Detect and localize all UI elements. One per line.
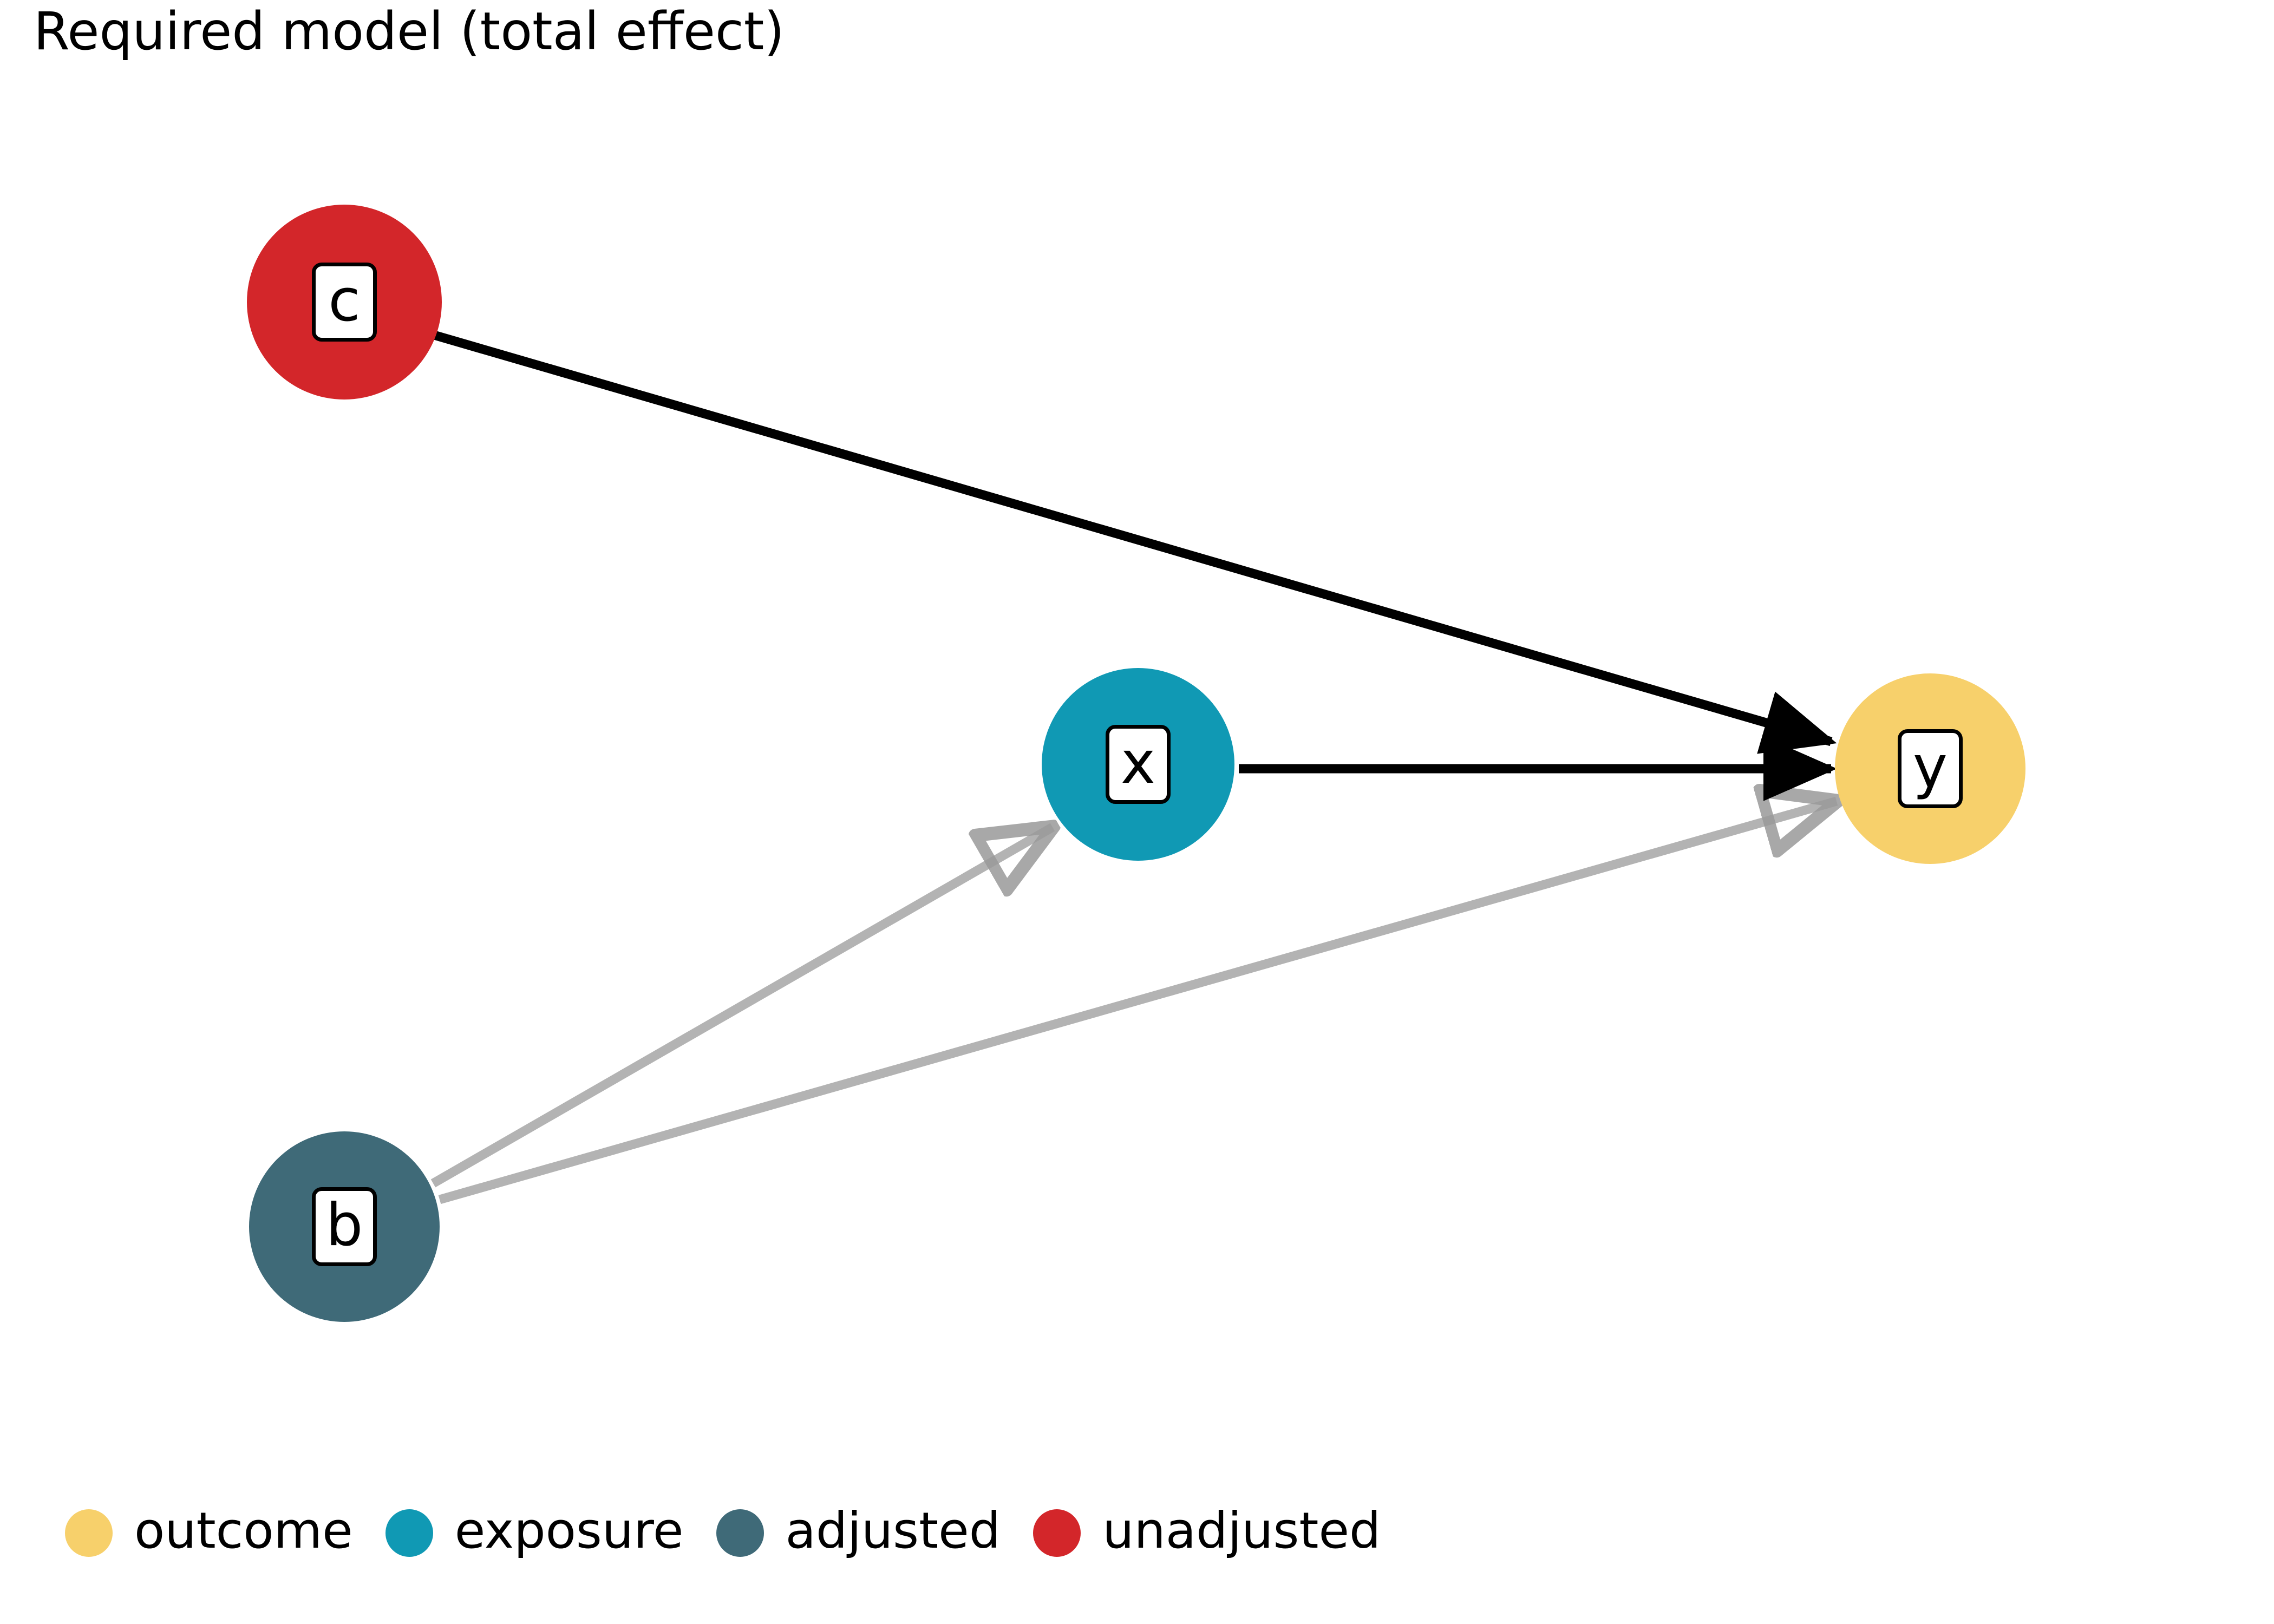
legend-item-adjusted[interactable]: adjusted (716, 1502, 1034, 1560)
legend-label-outcome: outcome (134, 1502, 353, 1560)
legend-item-outcome[interactable]: outcome (65, 1502, 385, 1560)
legend-label-exposure: exposure (454, 1502, 684, 1560)
legend: outcome exposure adjusted unadjusted (65, 1506, 1413, 1560)
node-y-label-box: y (1898, 729, 1963, 808)
legend-item-unadjusted[interactable]: unadjusted (1033, 1502, 1413, 1560)
node-x[interactable]: x (1042, 668, 1234, 861)
legend-swatch-exposure-icon (385, 1509, 433, 1557)
legend-label-adjusted: adjusted (785, 1502, 1001, 1560)
edge-b-to-x (430, 827, 1053, 1188)
node-x-label: x (1121, 729, 1155, 797)
node-c[interactable]: c (247, 205, 442, 400)
node-c-label: c (328, 267, 361, 335)
legend-swatch-unadjusted-icon (1033, 1509, 1081, 1557)
node-c-label-box: c (312, 263, 377, 342)
edge-b-to-y (438, 801, 1837, 1204)
node-y-label: y (1913, 734, 1948, 801)
legend-swatch-outcome-icon (65, 1509, 113, 1557)
node-x-label-box: x (1106, 725, 1171, 804)
node-y[interactable]: y (1835, 673, 2025, 864)
page-title: Required model (total effect) (34, 1, 785, 62)
node-b-label-box: b (312, 1187, 377, 1266)
legend-item-exposure[interactable]: exposure (385, 1502, 716, 1560)
legend-swatch-adjusted-icon (716, 1509, 764, 1557)
edge-layer (420, 326, 1837, 1204)
node-b[interactable]: b (249, 1131, 440, 1322)
legend-label-unadjusted: unadjusted (1102, 1502, 1381, 1560)
node-b-label: b (325, 1191, 363, 1259)
edge-c-to-y (420, 326, 1837, 754)
